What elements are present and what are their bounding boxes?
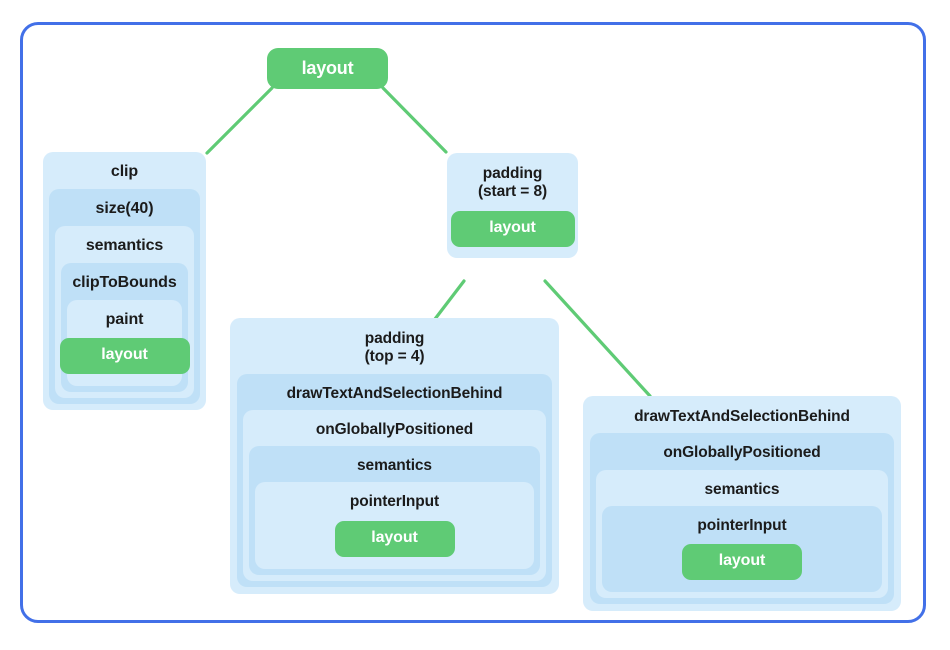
- leaf-wrap-right: layout: [608, 542, 876, 586]
- modifier-label-semantics-middle: semantics: [357, 457, 432, 475]
- node-root-layout-label: layout: [301, 58, 354, 78]
- modifier-cliptobounds[interactable]: clipToBounds paint layout: [59, 262, 190, 393]
- modifier-label-clip: clip: [110, 163, 139, 180]
- modifier-semantics-middle[interactable]: semantics pointerInput layout: [249, 446, 540, 575]
- modifier-size40[interactable]: size(40) semantics clipToBounds paint la…: [49, 188, 200, 405]
- leaf-wrap-clip: layout: [59, 336, 190, 380]
- leaf-wrap-padding-start: layout: [450, 209, 575, 251]
- modifier-semantics[interactable]: semantics clipToBounds paint layout: [55, 225, 194, 399]
- modifier-ongloballypositioned-right[interactable]: onGloballyPositioned semantics pointerIn…: [590, 433, 894, 605]
- modifier-label-ongloballypositioned-right: onGloballyPositioned: [663, 444, 821, 462]
- leaf-wrap-padding-top: layout: [261, 519, 528, 563]
- modifier-label-ongloballypositioned-middle: onGloballyPositioned: [315, 420, 474, 438]
- modifier-pointerinput-right[interactable]: pointerInput layout: [602, 505, 882, 593]
- stack-padding-start[interactable]: padding (start = 8) layout: [447, 153, 578, 258]
- stack-clip[interactable]: clip size(40) semantics clipToBounds pai…: [43, 152, 206, 411]
- modifier-label-semantics-right: semantics: [704, 480, 780, 498]
- modifier-label-paint: paint: [105, 310, 144, 328]
- modifier-label-drawtextandselectionbehind-right: drawTextAndSelectionBehind: [634, 408, 850, 425]
- modifier-label-padding-top: padding (top = 4): [364, 330, 425, 366]
- node-root-layout[interactable]: layout: [267, 48, 388, 89]
- modifier-label-pointerinput-right: pointerInput: [697, 516, 787, 534]
- modifier-paint[interactable]: paint layout: [59, 299, 190, 387]
- stack-padding-top[interactable]: padding (top = 4) drawTextAndSelectionBe…: [230, 318, 559, 594]
- node-layout-leaf-clip[interactable]: layout: [59, 338, 190, 375]
- modifier-semantics-right[interactable]: semantics pointerInput layout: [596, 469, 888, 599]
- node-layout-leaf-padding-start[interactable]: layout: [450, 210, 575, 247]
- modifier-label-semantics: semantics: [85, 236, 164, 254]
- modifier-label-pointerinput-middle: pointerInput: [349, 493, 440, 511]
- modifier-drawtextandselectionbehind-middle[interactable]: drawTextAndSelectionBehind onGloballyPos…: [237, 373, 552, 587]
- modifier-label-size40: size(40): [95, 199, 154, 217]
- modifier-label-cliptobounds: clipToBounds: [72, 273, 177, 291]
- modifier-ongloballypositioned-middle[interactable]: onGloballyPositioned semantics pointerIn…: [243, 409, 546, 581]
- node-layout-leaf-padding-top[interactable]: layout: [334, 520, 455, 557]
- node-layout-leaf-right[interactable]: layout: [682, 544, 802, 581]
- stack-right-drawtext[interactable]: drawTextAndSelectionBehind onGloballyPos…: [583, 396, 901, 612]
- modifier-label-drawtextandselectionbehind-middle: drawTextAndSelectionBehind: [286, 384, 503, 402]
- modifier-pointerinput-middle[interactable]: pointerInput layout: [255, 482, 534, 569]
- modifier-label-padding-start: padding (start = 8): [477, 165, 548, 201]
